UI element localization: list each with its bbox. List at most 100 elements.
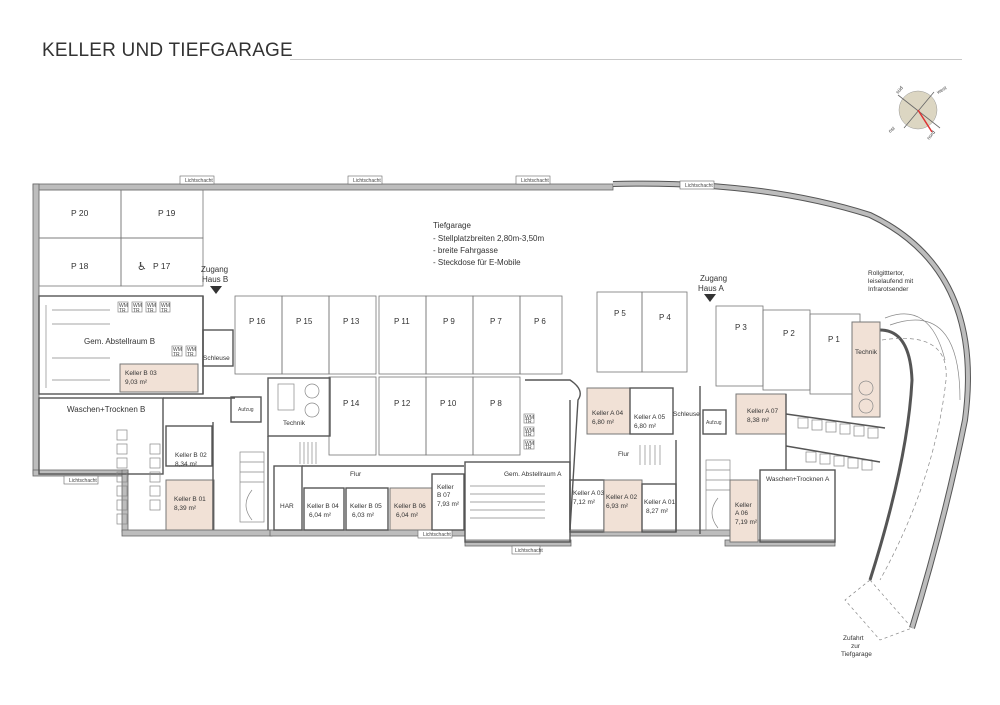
- entrance-haus-b: Zugang Haus B: [201, 265, 228, 294]
- lichtschacht-4: [679, 180, 715, 190]
- compass-sued: süd: [895, 85, 905, 95]
- room-keller-a05-area: 6,80 m²: [634, 423, 657, 430]
- room-keller-b02-label: Keller B 02: [175, 452, 207, 459]
- room-keller-b01-label: Keller B 01: [174, 496, 206, 503]
- room-har-label: HAR: [280, 503, 294, 510]
- lichtschacht-3: [515, 175, 551, 185]
- fixture-9-l1: WM: [525, 441, 534, 447]
- room-schleuse-b-label: Schleuse: [203, 355, 230, 362]
- fixture-9-l2: TR: [525, 445, 532, 451]
- lichtschacht-2-label: Lichtschacht: [353, 178, 381, 184]
- compass-west: west: [936, 85, 948, 96]
- ramp-arc-1: [884, 313, 946, 361]
- garage-info-line-1: - Stellplatzbreiten 2,80m-3,50m: [433, 234, 545, 243]
- rolltor-line-1: Rollgitttertor,: [868, 270, 905, 277]
- fixture-6-l1: WM: [187, 347, 196, 353]
- room-keller-b06-area: 6,04 m²: [396, 512, 419, 519]
- fixture-2-l2: TR: [133, 308, 140, 314]
- room-keller-b01-area: 8,39 m²: [174, 505, 197, 512]
- parking-bottom-row: P 14 P 12 P 10 P 8: [328, 376, 521, 456]
- south-wall-mid: [464, 539, 572, 547]
- fixtures-mid: WM TR WM TR WM TR: [523, 413, 535, 451]
- compass-nord: nord: [926, 130, 937, 142]
- fixture-1-l1: WM: [119, 303, 128, 309]
- room-keller-a01-area: 8,27 m²: [646, 508, 669, 515]
- room-keller-a03-area: 7,12 m²: [573, 499, 596, 506]
- room-keller-b05-label: Keller B 05: [350, 503, 382, 510]
- room-waschen-b-label: Waschen+Trocknen B: [67, 405, 145, 414]
- parking-p15-label: P 15: [296, 317, 313, 326]
- ramp-arc-2: [889, 319, 961, 401]
- parking-p8-label: P 8: [490, 399, 502, 408]
- room-keller-b04-label: Keller B 04: [307, 503, 339, 510]
- room-keller-a02-outline: [603, 479, 643, 533]
- fixture-1-l2: TR: [119, 308, 126, 314]
- room-keller-b04-outline: [303, 487, 345, 531]
- storage-racks-b: [45, 305, 110, 388]
- lichtschacht-5-label: Lichtschacht: [69, 478, 97, 484]
- room-waschen-a-outline: [759, 469, 836, 543]
- parking-p12: [378, 376, 427, 456]
- compass-axis-2: [903, 91, 935, 129]
- parking-p16-label: P 16: [249, 317, 266, 326]
- fixture-5-l1: WM: [173, 347, 182, 353]
- room-keller-a04-label: Keller A 04: [592, 410, 623, 417]
- curved-wall-outer: [612, 180, 971, 629]
- fixture-5-l2: TR: [173, 352, 180, 358]
- flur-a-stairs: [639, 445, 661, 465]
- room-keller-a05-label: Keller A 05: [634, 414, 665, 421]
- fixture-7-l1: WM: [525, 415, 534, 421]
- south-wall-a2: [724, 539, 836, 547]
- garage-info: Tiefgarage - Stellplatzbreiten 2,80m-3,5…: [433, 221, 545, 267]
- fixture-8-l2: TR: [525, 432, 532, 438]
- parking-p6: [519, 295, 563, 375]
- fixture-4-l2: TR: [161, 308, 168, 314]
- room-schleuse-a-label: Schleuse: [673, 411, 700, 418]
- room-keller-b07-outline: [431, 473, 465, 531]
- room-keller-b07-label-1: Keller: [437, 484, 454, 491]
- lichtschacht-5: [63, 475, 99, 485]
- room-flur-b-label: Flur: [350, 471, 362, 478]
- stair-a: [705, 459, 731, 531]
- parking-p12-label: P 12: [394, 399, 411, 408]
- north-wall: [32, 183, 614, 191]
- parking-p20-label: P 20: [71, 208, 89, 218]
- parking-p2-label: P 2: [783, 329, 795, 338]
- room-keller-a06-area: 7,19 m²: [735, 519, 758, 526]
- zufahrt-line-3: Tiefgarage: [841, 651, 872, 658]
- room-keller-b07-label-2: B 07: [437, 492, 451, 499]
- title-rule: [290, 59, 962, 60]
- entrance-haus-a-line-2: Haus A: [698, 284, 724, 293]
- haus-a-cellar: Keller A 04 6,80 m² Keller A 05 6,80 m² …: [569, 321, 881, 543]
- room-keller-a06-label-2: A 06: [735, 510, 748, 517]
- curved-wall-fill: [612, 181, 970, 629]
- room-keller-a03-label: Keller A 03: [573, 490, 604, 497]
- parking-p10-label: P 10: [440, 399, 457, 408]
- zufahrt-line-2: zur: [851, 643, 861, 650]
- parking-p19-label: P 19: [158, 208, 176, 218]
- room-keller-b04-area: 6,04 m²: [309, 512, 332, 519]
- haus-b-cellar: Gem. Abstellraum B Keller B 03 9,03 m² W…: [38, 295, 465, 531]
- south-wall-b1: [32, 469, 129, 477]
- room-keller-a02-label: Keller A 02: [606, 494, 637, 501]
- room-keller-b03-area: 9,03 m²: [125, 379, 148, 386]
- entrance-haus-a-line-1: Zugang: [700, 274, 727, 283]
- parking-p13: [328, 295, 377, 375]
- zufahrt-line-1: Zufahrt: [843, 635, 864, 642]
- room-abstell-b-label: Gem. Abstellraum B: [84, 337, 155, 346]
- room-keller-a07-area: 8,38 m²: [747, 417, 770, 424]
- room-keller-b05-area: 6,03 m²: [352, 512, 375, 519]
- garage-info-line-2: - breite Fahrgasse: [433, 246, 498, 255]
- parking-p7: [472, 295, 521, 375]
- flur-b-stairs: [299, 442, 317, 464]
- parking-p4: [641, 291, 688, 373]
- rolltor-note: Rollgitttertor, leiselaufend mit Infraro…: [868, 270, 913, 293]
- room-har-outline: [273, 465, 303, 531]
- room-keller-a07-outline: [735, 393, 787, 435]
- rolltor-line-3: Infrarotsender: [868, 286, 909, 293]
- lichtschacht-7: [511, 545, 541, 555]
- parking-p11: [378, 295, 427, 375]
- compass: süd west ost nord: [887, 85, 948, 141]
- compass-needle: [917, 109, 933, 133]
- compass-ost: ost: [887, 125, 896, 134]
